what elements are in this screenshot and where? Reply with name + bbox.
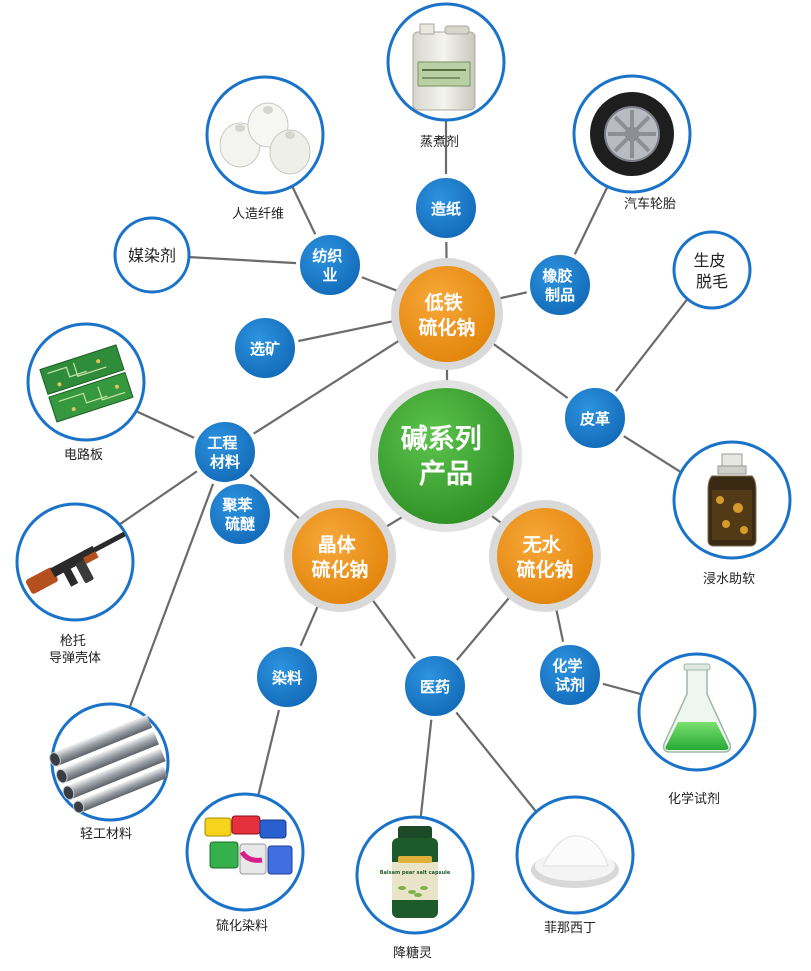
- app-leather: 皮革: [561, 384, 629, 452]
- leaf-soaking: [672, 440, 792, 560]
- leaf-tire: [572, 74, 692, 194]
- leaf-text-dye-agent: 媒染剂: [128, 246, 176, 265]
- yarn-spools-icon: [219, 102, 311, 175]
- app-polyphenylene: 聚苯 硫醚: [206, 480, 274, 548]
- leaf-label-soaking: 浸水助软: [703, 572, 755, 587]
- leaf-text-dehairing-2: 脱毛: [696, 272, 728, 291]
- center-label-1: 碱系列: [401, 424, 482, 455]
- app-label-reagent-1: 化学: [552, 657, 582, 675]
- app-label-polyphenylene-1: 聚苯: [221, 496, 253, 514]
- leaf-rayon: [205, 75, 325, 195]
- app-label-textile-1: 纺织: [312, 247, 342, 265]
- hub-crystal: 晶体 硫化钠: [284, 500, 396, 612]
- reagent-bottle-icon: [707, 453, 757, 547]
- circuit-board-icon: [39, 344, 134, 423]
- center-label: 碱系列 产品: [401, 424, 491, 490]
- app-label-rubber-1: 橡胶: [542, 267, 572, 285]
- leaf-text-dehairing: 生皮 脱毛: [693, 251, 730, 291]
- app-reagent: 化学 试剂: [536, 641, 604, 709]
- app-label-rubber-2: 制品: [545, 286, 575, 304]
- leaf-label-sulfur-dye: 硫化染料: [216, 919, 268, 934]
- leaf-label-chem-reagent: 化学试剂: [668, 791, 720, 807]
- leaf-dehairing: 生皮 脱毛: [672, 230, 752, 310]
- app-label-engineering: 工程 材料: [207, 434, 242, 471]
- app-textile: 纺织 业: [296, 231, 364, 299]
- center-label-2: 产品: [419, 459, 473, 490]
- paint-cans-icon: [204, 815, 293, 875]
- hub-label-crystal-1: 晶体: [318, 533, 357, 556]
- hub-low-iron: 低铁 硫化钠: [391, 258, 503, 370]
- app-label-medicine: 医药: [420, 678, 450, 696]
- leaf-label-light-material: 轻工材料: [80, 827, 132, 842]
- center-hub: 碱系列 产品: [370, 380, 522, 532]
- app-label-polyphenylene-2: 硫醚: [225, 515, 255, 533]
- leaf-dye-agent: 媒染剂: [113, 216, 191, 294]
- leaf-label-gunstock-2: 导弹壳体: [49, 651, 101, 666]
- pill-bottle-icon: Balsam pear salt capsule: [380, 826, 451, 918]
- app-dye: 染料: [253, 643, 321, 711]
- hub-label-anhydrous: 无水 硫化钠: [516, 534, 573, 581]
- app-label-rubber: 橡胶 制品: [542, 267, 577, 304]
- app-label-engineering-1: 工程: [207, 434, 237, 452]
- hub-label-crystal-2: 硫化钠: [311, 558, 368, 581]
- app-ore: 选矿: [231, 314, 299, 382]
- app-label-reagent-2: 试剂: [555, 676, 585, 694]
- leaf-chem-reagent: [637, 652, 757, 772]
- hub-label-anhydrous-2: 硫化钠: [516, 558, 573, 581]
- app-papermaking: 造纸: [412, 174, 480, 242]
- app-label-reagent: 化学 试剂: [552, 657, 587, 694]
- leaf-phenacetin: [515, 795, 635, 915]
- app-label-papermaking: 造纸: [431, 200, 461, 218]
- leaf-text-dehairing-1: 生皮: [693, 251, 725, 270]
- leaf-label-circuit: 电路板: [64, 447, 103, 463]
- hub-label-anhydrous-1: 无水: [523, 534, 562, 556]
- leaf-hypoglycemic: Balsam pear salt capsule: [355, 815, 475, 935]
- leaf-label-gunstock-1: 枪托: [60, 633, 86, 649]
- chemical-jug-icon: [412, 23, 476, 111]
- hub-label-crystal: 晶体 硫化钠: [311, 533, 368, 581]
- tire-icon: [590, 92, 674, 176]
- leaf-label-hypoglycemic: 降糖灵: [393, 945, 432, 961]
- hub-label-low-iron: 低铁 硫化钠: [418, 291, 475, 339]
- leaf-label-rayon: 人造纤维: [232, 207, 284, 222]
- hub-label-low-iron-1: 低铁: [424, 291, 463, 314]
- flask-icon: [662, 663, 732, 753]
- metal-pipes-icon: [49, 714, 168, 814]
- app-label-textile-2: 业: [322, 266, 337, 284]
- leaf-label-tire: 汽车轮胎: [624, 196, 676, 212]
- leaf-sulfur-dye: [185, 792, 305, 912]
- app-label-engineering-2: 材料: [210, 453, 240, 471]
- leaf-label-phenacetin: 菲那西丁: [544, 921, 596, 936]
- app-label-ore: 选矿: [250, 340, 280, 358]
- app-label-textile: 纺织 业: [312, 247, 347, 284]
- leaf-circuit: [26, 322, 146, 442]
- app-medicine: 医药: [401, 652, 469, 720]
- app-label-dye: 染料: [271, 669, 302, 687]
- app-rubber: 橡胶 制品: [526, 251, 594, 319]
- hub-anhydrous: 无水 硫化钠: [489, 500, 601, 612]
- leaf-gunstock: [15, 502, 135, 622]
- leaf-label-cooking-agent: 蒸煮剂: [420, 135, 459, 150]
- app-label-polyphenylene: 聚苯 硫醚: [221, 496, 257, 533]
- leaf-label-gunstock: 枪托 导弹壳体: [49, 633, 101, 666]
- hub-label-low-iron-2: 硫化钠: [418, 316, 475, 339]
- leaf-cooking-agent: [386, 2, 506, 122]
- app-engineering: 工程 材料: [191, 418, 259, 486]
- app-label-leather: 皮革: [580, 410, 610, 428]
- pill-bottle-label: Balsam pear salt capsule: [380, 870, 451, 876]
- rifle-icon: [25, 531, 126, 594]
- leaf-light-material: [49, 702, 170, 822]
- white-powder-icon: [531, 835, 619, 888]
